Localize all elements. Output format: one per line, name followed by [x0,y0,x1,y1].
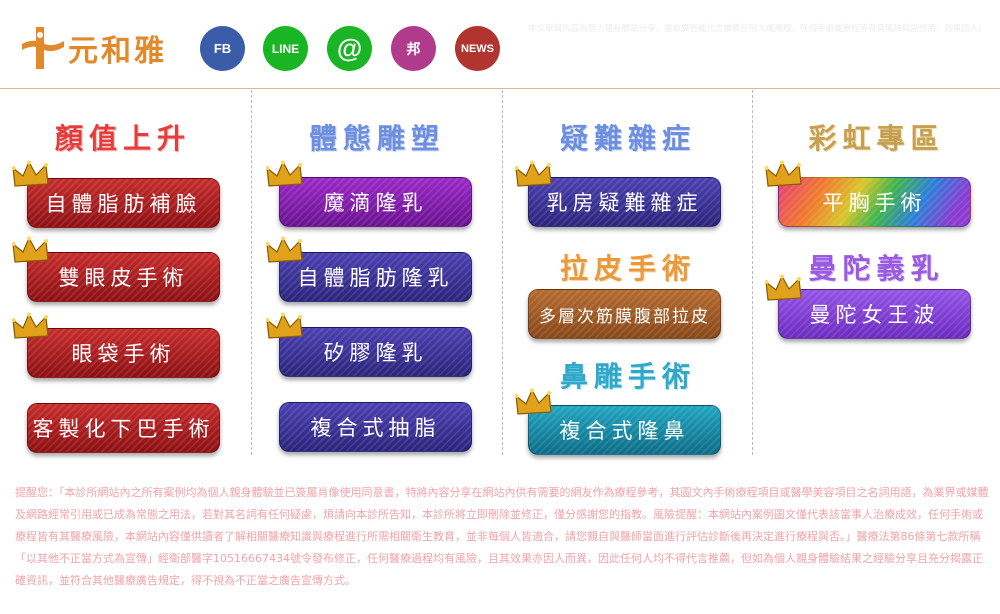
button-fat-graft-face[interactable]: 自體脂肪補臉 [27,178,220,228]
crown-icon [12,312,49,339]
button-combined-liposuction[interactable]: 複合式抽脂 [279,402,472,452]
button-label: 客製化下巴手術 [32,417,215,441]
cross-logo-icon [22,27,64,69]
button-double-eyelid[interactable]: 雙眼皮手術 [27,252,220,302]
button-label: 矽膠隆乳 [323,341,428,365]
facebook-icon[interactable]: FB [200,26,245,71]
section-title-mentor: 曼陀義乳 [808,252,945,285]
button-label: 複合式抽脂 [310,416,441,440]
crown-icon [765,274,802,301]
button-custom-chin[interactable]: 客製化下巴手術 [27,403,220,453]
site-header: 元和雅 FB LINE @ 邦 NEWS 本文章與內容為個人親身體驗分享，並非廣… [0,0,1000,89]
section-title-face: 顏值上升 [54,122,191,155]
bang-icon[interactable]: 邦 [391,26,436,71]
line-at-label: @ [336,33,363,63]
button-abdominoplasty[interactable]: 多層次筋膜腹部拉皮 [528,289,721,339]
news-label: NEWS [461,42,494,55]
button-label: 多層次筋膜腹部拉皮 [539,306,710,327]
crown-icon [12,236,49,263]
crown-icon [266,236,303,263]
button-label: 眼袋手術 [71,342,176,366]
button-label: 自體脂肪隆乳 [297,266,454,290]
column-face: 顏值上升 自體脂肪補臉 雙眼皮手術 眼袋手術 客製化下巴手術 [0,90,250,455]
button-flat-chest[interactable]: 平胸手術 [778,177,971,227]
crown-icon [266,160,303,187]
column-divider [251,90,252,455]
button-motiva-breast[interactable]: 魔滴隆乳 [279,177,472,227]
column-special: 彩虹專區 平胸手術 曼陀義乳 曼陀女王波 [753,90,1000,455]
button-label: 複合式隆鼻 [559,419,690,443]
crown-icon [266,312,303,339]
crown-icon [515,160,552,187]
section-title-rainbow: 彩虹專區 [808,122,945,155]
facebook-label: FB [213,41,232,56]
section-title-nose: 鼻雕手術 [559,360,696,393]
section-title-lift: 拉皮手術 [559,252,696,285]
column-body: 體態雕塑 魔滴隆乳 自體脂肪隆乳 矽膠隆乳 複合式抽脂 [252,90,502,455]
button-label: 魔滴隆乳 [323,191,428,215]
line-icon[interactable]: LINE [263,26,308,71]
bang-label: 邦 [406,40,421,57]
crown-icon [765,160,802,187]
header-disclaimer: 本文章與內容為個人親身體驗分享，並非廣告或代言推薦任何人或療程，任何手術或療程皆… [528,24,980,34]
button-label: 自體脂肪補臉 [45,192,202,216]
button-label: 曼陀女王波 [809,303,940,327]
column-divider [752,90,753,455]
crown-icon [12,160,49,187]
column-misc: 疑難雜症 乳房疑難雜症 拉皮手術 多層次筋膜腹部拉皮 鼻雕手術 複合式隆鼻 [503,90,753,455]
footer-disclaimer: 提醒您：「本診所網站內之所有案例均為個人親身體驗並已簽屬肖像使用同意書，特將內容… [15,486,989,587]
button-mentor-queen[interactable]: 曼陀女王波 [778,289,971,339]
button-label: 乳房疑難雜症 [546,191,703,215]
button-rhinoplasty[interactable]: 複合式隆鼻 [528,405,721,455]
logo-text: 元和雅 [68,34,167,69]
line-label: LINE [271,41,300,56]
button-label: 雙眼皮手術 [58,266,189,290]
crown-icon [515,388,552,415]
button-breast-problems[interactable]: 乳房疑難雜症 [528,177,721,227]
section-title-body: 體態雕塑 [308,122,445,155]
section-title-misc: 疑難雜症 [559,122,696,155]
column-divider [502,90,503,455]
button-eye-bag[interactable]: 眼袋手術 [27,328,220,378]
button-silicone-breast[interactable]: 矽膠隆乳 [279,327,472,377]
line-at-icon[interactable]: @ [327,26,372,71]
button-label: 平胸手術 [822,191,927,215]
logo[interactable]: 元和雅 [20,27,167,69]
news-icon[interactable]: NEWS [455,26,500,71]
button-fat-graft-breast[interactable]: 自體脂肪隆乳 [279,252,472,302]
